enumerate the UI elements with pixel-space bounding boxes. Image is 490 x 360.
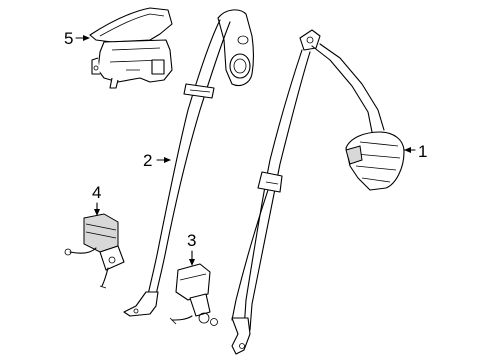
outer-belt-part (123, 9, 255, 317)
retractor-part (231, 29, 405, 355)
callout-3-arrow-icon (189, 259, 195, 266)
callout-4: 4 (92, 183, 101, 216)
callout-5-arrow-icon (83, 35, 90, 41)
callout-2-arrow-icon (164, 157, 171, 163)
callout-2-label: 2 (143, 151, 152, 170)
callout-3: 3 (187, 231, 196, 266)
callout-1: 1 (403, 142, 427, 161)
callout-5: 5 (64, 29, 90, 48)
callout-4-arrow-icon (94, 209, 100, 216)
callout-3-label: 3 (187, 231, 196, 250)
height-adjuster-cover-part (89, 7, 173, 89)
callout-4-label: 4 (92, 183, 101, 202)
buckle-part (169, 263, 218, 326)
callout-5-label: 5 (64, 29, 73, 48)
callout-2: 2 (143, 151, 171, 170)
callout-1-label: 1 (418, 142, 427, 161)
buckle-sensor-part (64, 213, 125, 289)
callout-1-arrow-icon (404, 147, 411, 153)
